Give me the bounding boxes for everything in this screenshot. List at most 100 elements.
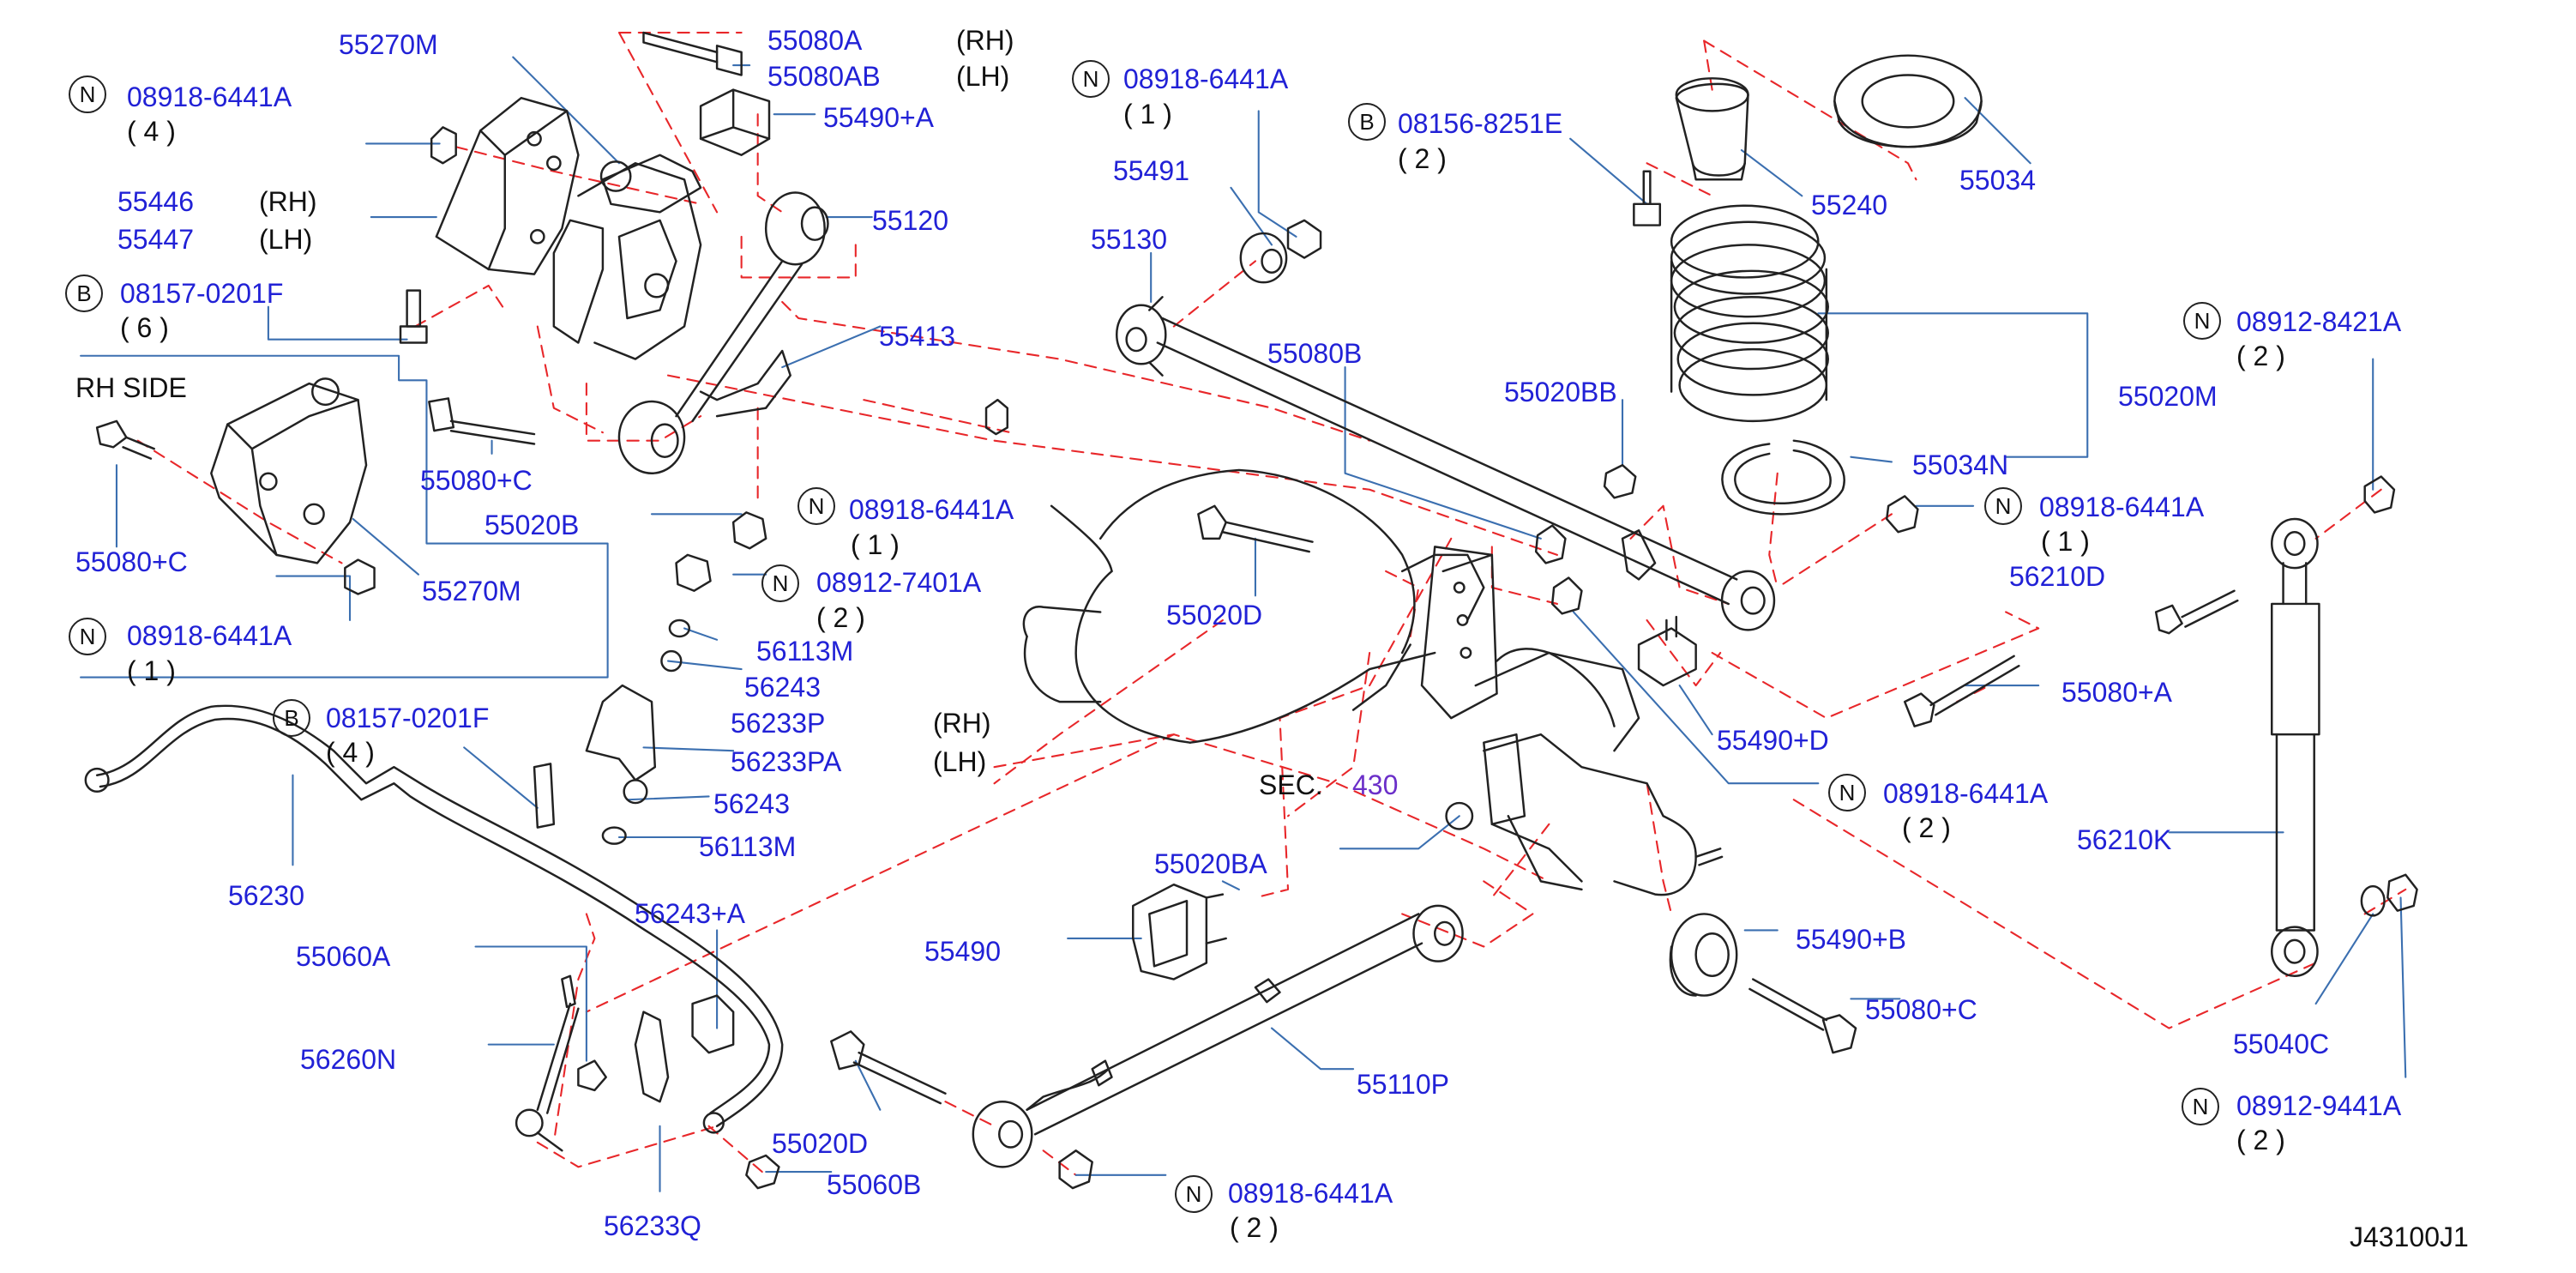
n-badge-6: N	[2183, 302, 2221, 340]
link-55130-drawing	[1115, 296, 1776, 631]
callout-n10-qty: ( 2 )	[1230, 1212, 1279, 1243]
callout-n4-qty: ( 1 )	[851, 529, 900, 560]
section-prefix: SEC.	[1259, 769, 1323, 800]
callout-56113m-b[interactable]: 56113M	[699, 831, 797, 862]
callout-n3-qty: ( 1 )	[127, 655, 176, 686]
n-badge-8: N	[1828, 774, 1866, 811]
callout-55080ab[interactable]: 55080AB	[767, 61, 881, 92]
callout-55446[interactable]: 55446	[117, 186, 194, 217]
callout-55270m-top[interactable]: 55270M	[339, 29, 438, 60]
callout-n9-number[interactable]: 08912-9441A	[2236, 1090, 2402, 1121]
bump-stop-55240-drawing	[1675, 77, 1749, 181]
nut-upper-drawing	[430, 126, 457, 165]
coil-spring-55020m-drawing	[1670, 204, 1829, 423]
callout-55490d[interactable]: 55490+D	[1717, 725, 1829, 756]
callout-55413[interactable]: 55413	[879, 321, 955, 352]
callout-n10-number[interactable]: 08918-6441A	[1228, 1178, 1393, 1209]
n-badge-1: N	[69, 75, 106, 113]
callout-56230[interactable]: 56230	[228, 880, 304, 911]
callout-55080c-b[interactable]: 55080+C	[75, 546, 188, 577]
callout-55020b[interactable]: 55020B	[485, 510, 580, 540]
callout-n8-qty: ( 2 )	[1902, 812, 1951, 843]
callout-55020d-a[interactable]: 55020D	[1166, 600, 1263, 630]
callout-n9-qty: ( 2 )	[2236, 1125, 2285, 1155]
callout-n1-qty: ( 4 )	[127, 116, 176, 147]
callout-55020ba[interactable]: 55020BA	[1154, 848, 1267, 879]
bolt-b6-drawing	[399, 289, 428, 344]
callout-b1-number[interactable]: 08157-0201F	[120, 278, 284, 309]
callout-55490[interactable]: 55490	[924, 936, 1001, 967]
bolt-55080a-right-drawing	[1903, 655, 2020, 727]
assembly-dashed-lines	[136, 32, 2407, 1176]
bolt-55080a-drawing	[642, 31, 743, 76]
callout-n8-number[interactable]: 08918-6441A	[1883, 778, 2049, 809]
callout-55490b[interactable]: 55490+B	[1796, 924, 1907, 955]
callout-55080a-b[interactable]: 55080+A	[2061, 677, 2173, 708]
callout-n4-number[interactable]: 08918-6441A	[849, 494, 1014, 525]
callout-55060b[interactable]: 55060B	[827, 1169, 922, 1200]
callout-n5-qty: ( 2 )	[816, 602, 865, 633]
lh-label-3: (LH)	[933, 746, 987, 777]
stabilizer-bar-56230-drawing	[84, 704, 784, 1134]
callout-55447[interactable]: 55447	[117, 224, 194, 255]
n-badge-3: N	[69, 618, 106, 655]
callout-n5-number[interactable]: 08912-7401A	[816, 567, 982, 598]
callout-55490a[interactable]: 55490+A	[823, 102, 935, 133]
callout-b2-qty: ( 2 )	[1398, 143, 1447, 174]
callout-55491[interactable]: 55491	[1113, 155, 1189, 186]
callout-n7-number[interactable]: 08918-6441A	[2039, 492, 2205, 522]
stabilizer-mount-hardware-drawing	[533, 553, 712, 845]
nut-55020b-drawing	[344, 398, 1008, 595]
callout-55080a[interactable]: 55080A	[767, 25, 863, 56]
callout-55020d-b[interactable]: 55020D	[772, 1128, 869, 1159]
callout-56210d[interactable]: 56210D	[2009, 561, 2106, 592]
callout-56210k[interactable]: 56210K	[2077, 824, 2172, 855]
callout-55080c-a[interactable]: 55080+C	[420, 465, 533, 496]
bushing-55490a-drawing	[699, 88, 771, 156]
callout-56243-a[interactable]: 56243	[744, 672, 821, 703]
callout-56243-b[interactable]: 56243	[713, 788, 790, 819]
callout-55020m[interactable]: 55020M	[2118, 381, 2218, 412]
bracket-55446-drawing	[435, 96, 702, 360]
callout-55034n[interactable]: 55034N	[1912, 449, 2009, 480]
bolt-55020d-lower-drawing	[830, 1030, 947, 1105]
bracket-55490-drawing	[1132, 883, 1227, 980]
callout-55060a[interactable]: 55060A	[296, 941, 391, 972]
callout-56233q[interactable]: 56233Q	[604, 1210, 701, 1241]
callout-56233p[interactable]: 56233P	[731, 708, 826, 739]
diagram-reference-code: J43100J1	[2350, 1222, 2469, 1252]
b-badge-2: B	[1348, 103, 1386, 141]
callout-56260n[interactable]: 56260N	[300, 1044, 397, 1075]
callout-55040c[interactable]: 55040C	[2233, 1029, 2330, 1059]
bushing-55490d-drawing	[1637, 615, 1697, 687]
callout-56243a[interactable]: 56243+A	[635, 898, 746, 929]
rh-label-3: (RH)	[933, 708, 991, 739]
n-badge-7: N	[1984, 487, 2022, 525]
section-number-link[interactable]: 430	[1352, 769, 1399, 800]
callout-56233pa[interactable]: 56233PA	[731, 746, 842, 777]
callout-n1-number[interactable]: 08918-6441A	[127, 81, 292, 112]
callout-55240[interactable]: 55240	[1811, 190, 1887, 220]
callout-n3-number[interactable]: 08918-6441A	[127, 620, 292, 651]
callout-55110p[interactable]: 55110P	[1357, 1069, 1449, 1100]
bolt-b2-drawing	[1633, 170, 1662, 226]
callout-55080b[interactable]: 55080B	[1267, 338, 1363, 369]
callout-b2-number[interactable]: 08156-8251E	[1398, 108, 1563, 139]
callout-55020bb[interactable]: 55020BB	[1504, 377, 1617, 407]
link-55120-drawing	[617, 191, 829, 474]
b-badge-3: B	[273, 699, 310, 737]
rh-label-1: (RH)	[956, 25, 1014, 56]
callout-55130[interactable]: 55130	[1091, 224, 1167, 255]
callout-55080c-c[interactable]: 55080+C	[1865, 994, 1977, 1025]
callout-n2-number[interactable]: 08918-6441A	[1123, 63, 1289, 94]
n-badge-4: N	[797, 487, 835, 525]
callout-55270m-b[interactable]: 55270M	[422, 576, 521, 606]
callout-56113m-a[interactable]: 56113M	[756, 636, 854, 667]
callout-55120[interactable]: 55120	[872, 205, 948, 236]
callout-n6-number[interactable]: 08912-8421A	[2236, 306, 2402, 337]
bolt-55080c-lower-drawing	[1748, 978, 1857, 1054]
callout-b3-number[interactable]: 08157-0201F	[326, 703, 490, 733]
b-badge-1: B	[65, 275, 103, 312]
callout-55034[interactable]: 55034	[1959, 165, 2036, 196]
